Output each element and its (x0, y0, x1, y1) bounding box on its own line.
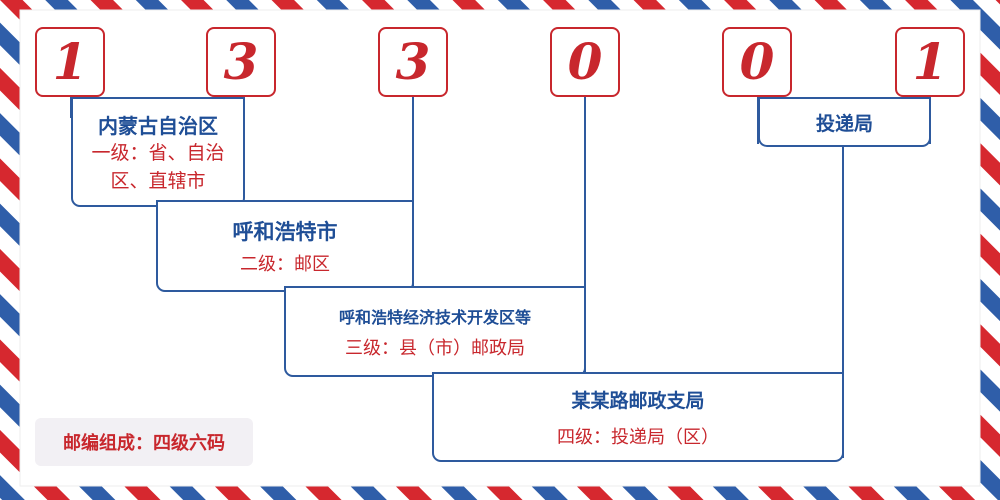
digit-box-1: 1 (35, 27, 105, 97)
composition-legend: 邮编组成：四级六码 (35, 418, 253, 466)
digit-2: 3 (223, 32, 259, 91)
level-3-name: 呼和浩特经济技术开发区等 (338, 307, 531, 327)
level-4-panel: 某某路邮政支局 四级：投递局（区） (432, 372, 844, 462)
level-1-desc: 一级：省、自治区、直辖市 (91, 141, 225, 192)
level-3-desc: 三级：县（市）邮政局 (345, 337, 525, 359)
delivery-office-panel: 投递局 (758, 97, 931, 147)
level-3-panel: 呼和浩特经济技术开发区等 三级：县（市）邮政局 (284, 286, 586, 377)
digit-box-2: 3 (206, 27, 276, 97)
digit-box-6: 1 (895, 27, 965, 97)
level-4-name: 某某路邮政支局 (571, 389, 705, 412)
level-4-desc: 四级：投递局（区） (557, 426, 719, 448)
digit-box-4: 0 (550, 27, 620, 97)
digit-1: 1 (52, 32, 88, 91)
digit-6: 1 (912, 32, 948, 91)
level-1-panel: 内蒙古自治区 一级：省、自治区、直辖市 (71, 97, 245, 207)
digit-box-3: 3 (378, 27, 448, 97)
level-1-name: 内蒙古自治区 (98, 113, 218, 138)
level-2-name: 呼和浩特市 (232, 220, 338, 244)
digit-3: 3 (395, 32, 431, 91)
digit-5: 0 (739, 32, 775, 91)
digit-box-5: 0 (722, 27, 792, 97)
delivery-office-name: 投递局 (815, 112, 873, 135)
level-2-panel: 呼和浩特市 二级：邮区 (156, 200, 414, 292)
digit-4: 0 (567, 32, 603, 91)
level-2-desc: 二级：邮区 (240, 254, 330, 275)
